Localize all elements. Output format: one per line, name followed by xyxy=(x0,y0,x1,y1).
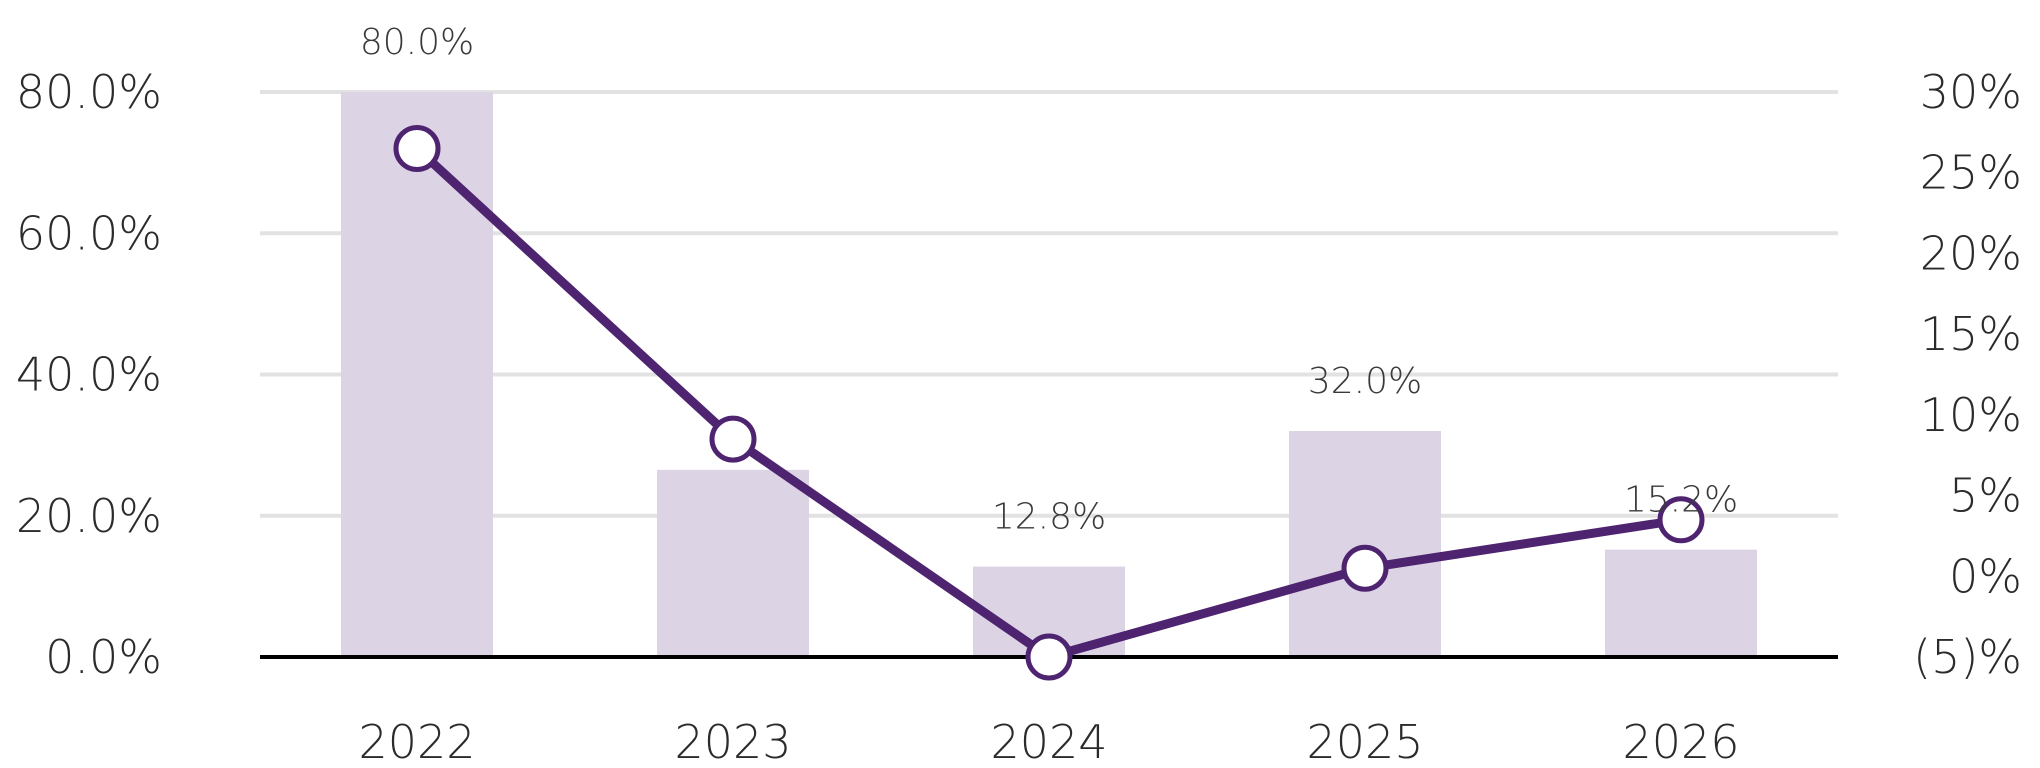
right-tick-label: 0% xyxy=(1949,549,2022,603)
bar-2025 xyxy=(1289,431,1441,657)
line-marker-2022 xyxy=(393,125,441,172)
left-tick-label: 20.0% xyxy=(16,489,162,543)
right-tick-label: 15% xyxy=(1920,307,2022,361)
bar-2022 xyxy=(341,92,493,657)
x-tick-label-2026: 2026 xyxy=(1622,715,1739,768)
left-tick-label: 80.0% xyxy=(16,65,162,119)
line-marker-2026 xyxy=(1657,496,1705,544)
data-label-2024: 12.8% xyxy=(992,497,1106,538)
left-tick-label: 40.0% xyxy=(16,348,162,402)
left-tick-label: 0.0% xyxy=(45,630,162,684)
gridlines xyxy=(260,90,1838,518)
x-axis: 2022 2023 2024 2025 2026 xyxy=(358,715,1739,768)
left-tick-label: 60.0% xyxy=(16,206,162,260)
data-label-2022: 80.0% xyxy=(360,22,474,63)
bar-2026 xyxy=(1605,549,1757,657)
data-label-2025: 32.0% xyxy=(1308,361,1422,402)
line-marker-2023 xyxy=(709,415,757,463)
line-marker-2025 xyxy=(1341,544,1389,592)
bar-2023 xyxy=(657,469,809,657)
right-tick-label: (5)% xyxy=(1913,630,2022,684)
right-tick-label: 5% xyxy=(1949,469,2022,523)
x-tick-label-2024: 2024 xyxy=(990,715,1107,768)
line-marker-2024 xyxy=(1025,633,1073,681)
right-tick-label: 10% xyxy=(1920,388,2022,442)
x-tick-label-2025: 2025 xyxy=(1306,715,1423,768)
x-tick-label-2022: 2022 xyxy=(358,715,475,768)
bar-series xyxy=(341,92,1757,657)
right-tick-label: 25% xyxy=(1920,146,2022,200)
left-y-axis: 0.0% 20.0% 40.0% 60.0% 80.0% xyxy=(16,65,162,684)
x-tick-label-2023: 2023 xyxy=(674,715,791,768)
bar-data-labels: 80.0% 12.8% 32.0% 15.2% xyxy=(360,22,1738,538)
right-tick-label: 20% xyxy=(1920,226,2022,280)
line-markers xyxy=(393,125,1705,681)
data-label-2026: 15.2% xyxy=(1624,480,1738,521)
right-y-axis: (5)% 0% 5% 10% 15% 20% 25% 30% xyxy=(1913,65,2022,684)
right-tick-label: 30% xyxy=(1920,65,2022,119)
